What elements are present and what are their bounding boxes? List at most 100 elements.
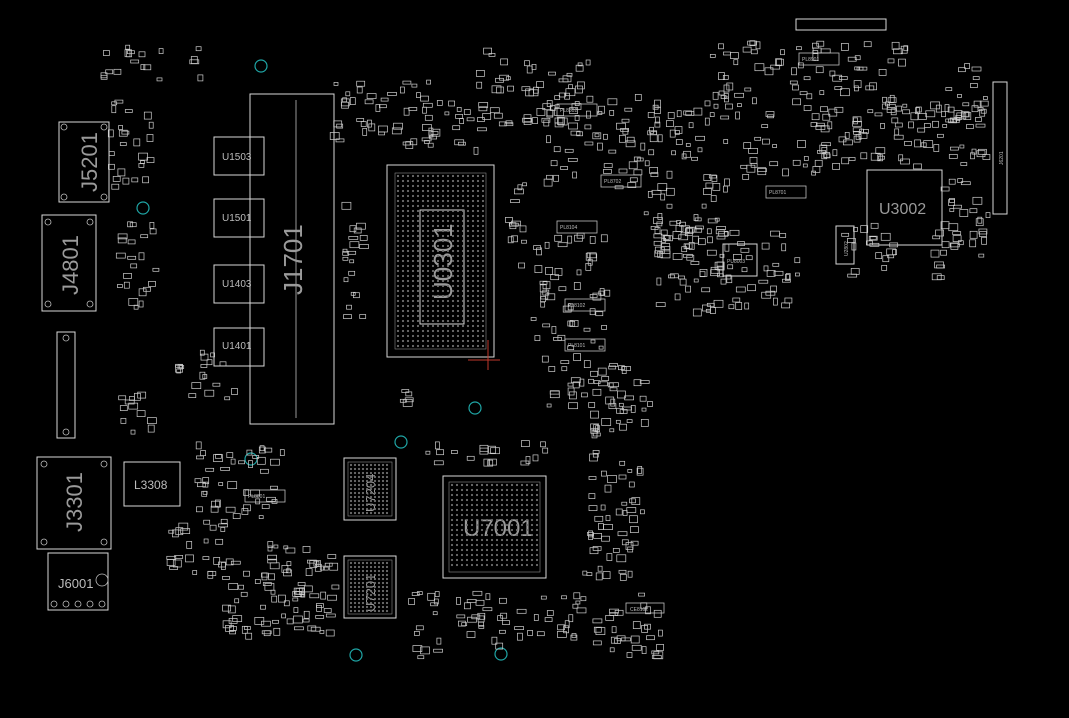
bga-ball — [460, 498, 464, 502]
passive-component — [482, 113, 492, 120]
bga-ball — [460, 543, 464, 547]
chip-pu8003[interactable]: PU8003 — [722, 243, 758, 277]
passive-component — [293, 607, 299, 613]
mounting-hole — [136, 201, 150, 215]
passive-component — [694, 217, 702, 222]
bga-ball — [470, 558, 474, 562]
memory-slot-j1701[interactable]: J1701 — [249, 93, 335, 425]
passive-component — [185, 554, 194, 563]
bga-ball — [530, 543, 534, 547]
passive-component — [803, 76, 811, 81]
bga-ball — [451, 294, 455, 298]
bga-ball — [373, 585, 377, 589]
bga-ball — [396, 239, 400, 243]
passive-component — [400, 86, 405, 94]
bga-ball — [485, 498, 489, 502]
inductor-pl8801[interactable]: PL8801 — [244, 489, 286, 503]
passive-component — [466, 117, 475, 122]
passive-component — [719, 253, 725, 258]
bga-ball — [495, 503, 499, 507]
bga-ball — [476, 329, 480, 333]
bga-ball — [353, 463, 357, 467]
connector-side-strip[interactable] — [56, 331, 76, 439]
bga-ball — [411, 194, 415, 198]
bga-ball — [535, 493, 539, 497]
connector-top-strip[interactable] — [795, 18, 887, 31]
bga-ball — [353, 483, 357, 487]
inductor-pl8702[interactable]: PL8702 — [600, 174, 642, 188]
connector-j4801[interactable]: J4801 — [41, 214, 97, 312]
connector-j5201[interactable]: J5201 — [58, 121, 110, 203]
connector-j6001[interactable]: J6001 — [47, 552, 109, 611]
chip-u1501[interactable]: U1501 — [213, 198, 265, 238]
bga-ball — [426, 284, 430, 288]
passive-component — [595, 627, 606, 635]
passive-component — [554, 108, 564, 116]
bga-ball — [421, 299, 425, 303]
bga-ball — [525, 553, 529, 557]
bga-ball — [466, 334, 470, 338]
bga-ball — [353, 467, 357, 471]
bga-ball — [451, 184, 455, 188]
bga-ball — [396, 314, 400, 318]
passive-component — [584, 124, 592, 130]
bga-ball — [461, 314, 465, 318]
passive-component — [454, 139, 465, 146]
passive-component — [881, 103, 888, 110]
chip-u2802[interactable]: U2802 — [835, 225, 855, 265]
bga-ball — [421, 239, 425, 243]
passive-component — [568, 614, 574, 623]
bga-ball — [416, 304, 420, 308]
passive-component — [379, 104, 387, 109]
passive-component — [674, 126, 683, 134]
passive-component — [329, 132, 340, 140]
bga-ball — [411, 204, 415, 208]
inductor-pl8102[interactable]: PL8102 — [564, 298, 606, 312]
bga-ball — [530, 483, 534, 487]
chip-u1503[interactable]: U1503 — [213, 136, 265, 176]
inductor-pl8101[interactable]: PL8101 — [564, 338, 606, 352]
bga-ball — [426, 199, 430, 203]
inductor-pl8302[interactable]: PL8302 — [556, 103, 598, 117]
bga-ball — [481, 199, 485, 203]
passive-component — [349, 241, 360, 249]
passive-component — [261, 630, 272, 635]
passive-component — [168, 529, 175, 534]
bga-ball — [365, 507, 369, 511]
passive-component — [844, 132, 850, 139]
bga-ball — [466, 269, 470, 273]
chip-u1403[interactable]: U1403 — [213, 264, 265, 304]
passive-component — [539, 280, 548, 285]
bga-ball — [446, 344, 450, 348]
passive-component — [717, 273, 724, 278]
inductor-l3308[interactable]: L3308 — [123, 461, 181, 507]
bga-ball — [373, 565, 377, 569]
passive-component — [364, 99, 374, 105]
bga-ball — [471, 289, 475, 293]
passive-component — [432, 611, 438, 616]
gpu-u7001[interactable]: U7001 — [442, 475, 547, 579]
passive-component — [820, 106, 828, 113]
passive-component — [785, 274, 790, 281]
bga-ball — [381, 487, 385, 491]
passive-component — [656, 221, 663, 227]
passive-component — [953, 204, 962, 209]
chip-u3002[interactable]: U3002 — [866, 169, 943, 246]
passive-component — [359, 235, 368, 241]
inductor-pl8901[interactable]: PL8901 — [798, 52, 840, 66]
chip-u1401[interactable]: U1401 — [213, 327, 265, 367]
passive-component — [627, 570, 633, 578]
passive-component — [737, 241, 745, 246]
connector-j6201[interactable]: J6201 — [992, 81, 1008, 215]
bga-ball — [431, 284, 435, 288]
label-pl8302: PL8302 — [560, 108, 577, 114]
passive-component — [149, 228, 157, 235]
inductor-pl8701[interactable]: PL8701 — [765, 185, 807, 199]
passive-component — [229, 626, 237, 631]
passive-component — [273, 544, 279, 549]
bga-ball — [411, 254, 415, 258]
capacitor-ce8102[interactable]: CE8102 — [625, 602, 665, 614]
bga-ball — [470, 498, 474, 502]
connector-j3301[interactable]: J3301 — [36, 456, 112, 550]
inductor-pl8104[interactable]: PL8104 — [556, 220, 598, 234]
